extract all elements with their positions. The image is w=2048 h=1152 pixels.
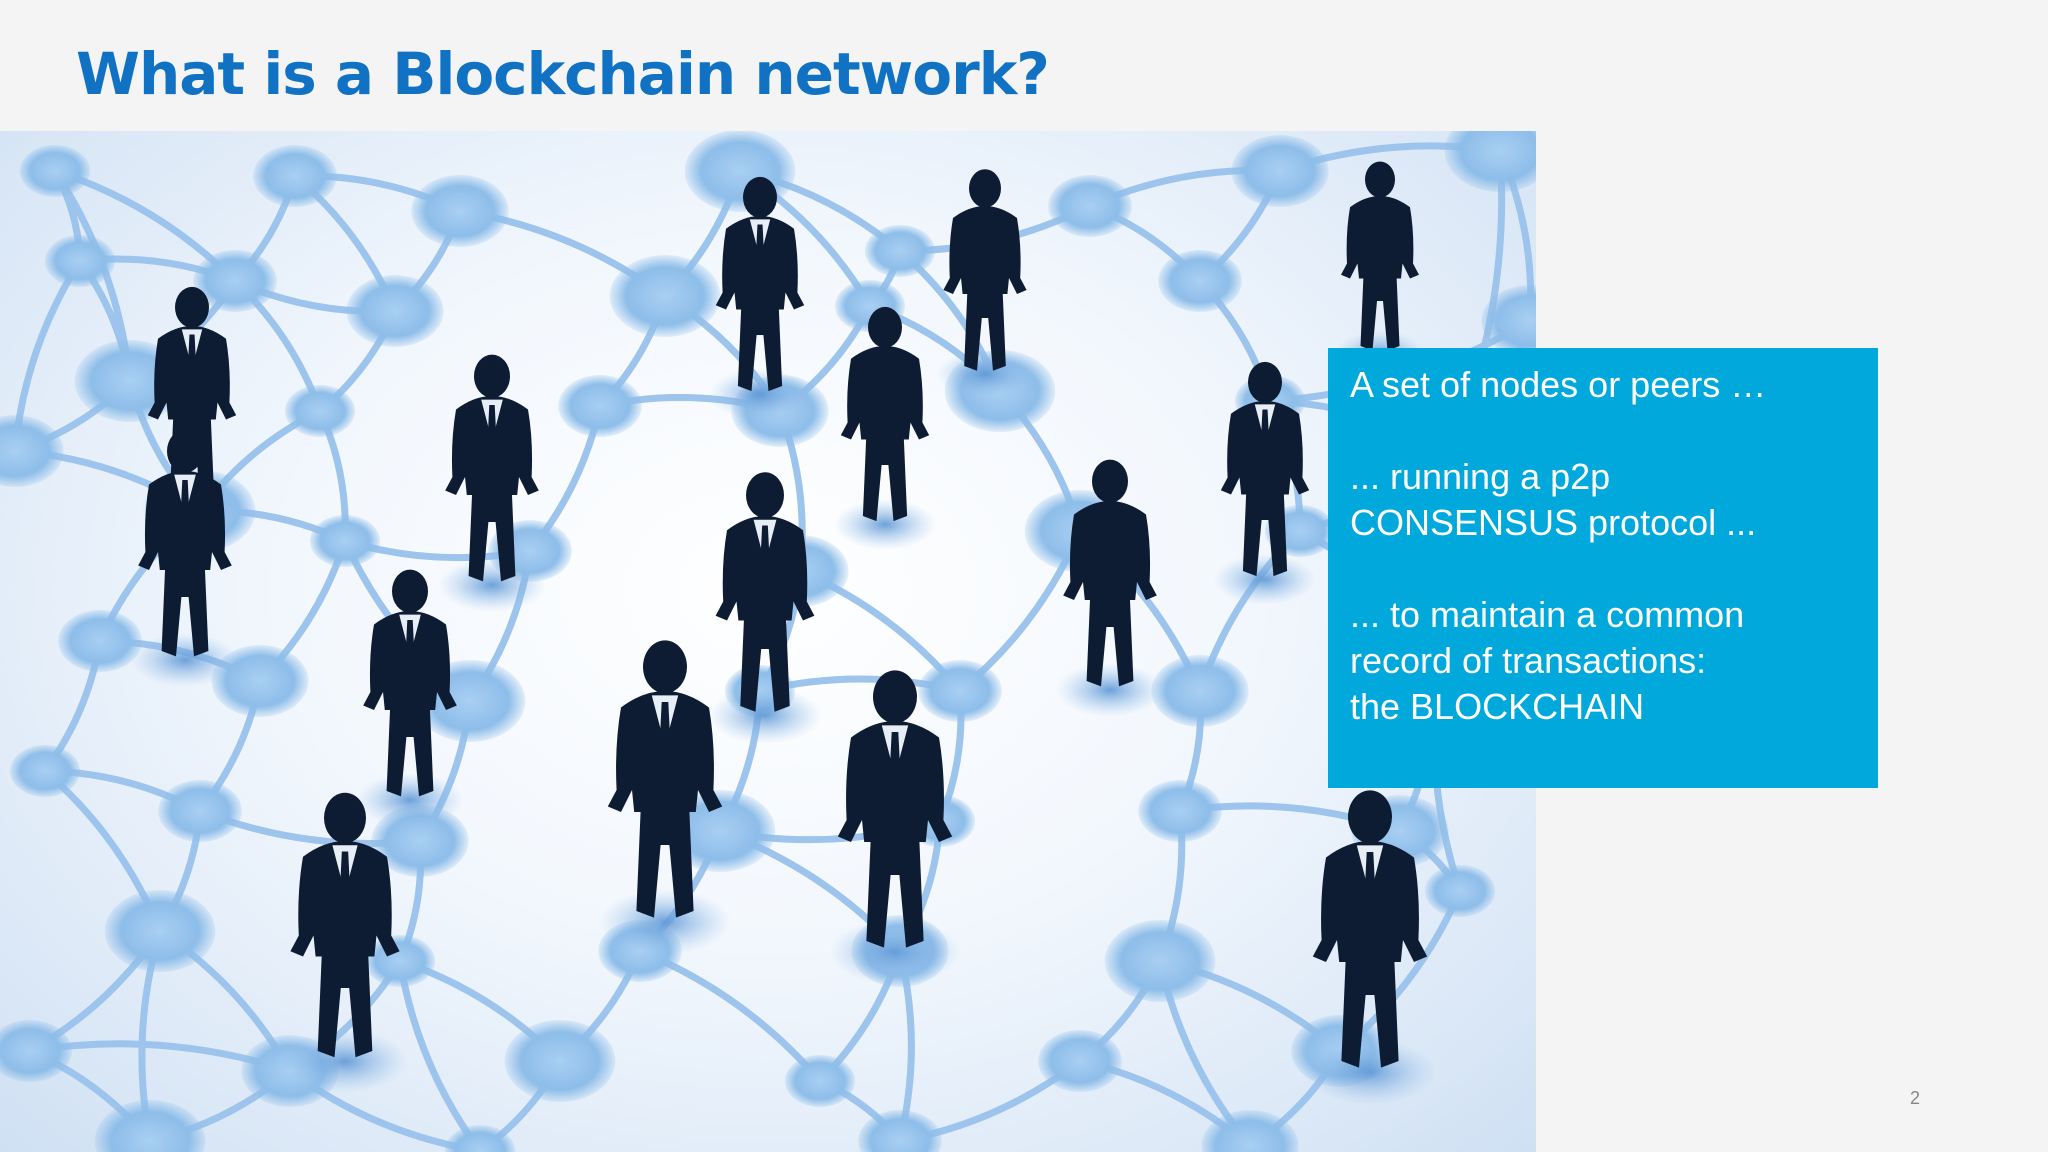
network-node	[0, 1020, 72, 1082]
person-silhouette	[1056, 459, 1164, 717]
network-node	[364, 935, 436, 987]
network-graph	[0, 131, 1536, 1152]
network-node	[104, 890, 216, 972]
network-node	[864, 225, 936, 277]
network-node	[684, 131, 796, 212]
people-silhouettes	[131, 161, 1436, 1105]
network-node	[1481, 285, 1536, 357]
network-node	[346, 275, 444, 347]
network-node	[1138, 780, 1222, 842]
person-silhouette	[356, 569, 464, 827]
network-node	[1048, 175, 1132, 237]
callout-line: A set of nodes or peers …	[1350, 364, 1767, 405]
network-node	[1444, 131, 1536, 192]
network-node	[309, 515, 381, 567]
network-node	[784, 1055, 856, 1107]
slide-title: What is a Blockchain network?	[76, 40, 1050, 108]
person-silhouette	[282, 792, 408, 1093]
person-silhouette	[708, 472, 822, 744]
network-node	[253, 145, 337, 207]
person-silhouette	[834, 306, 936, 550]
callout-spacer	[1350, 546, 1856, 592]
network-node	[1158, 250, 1242, 312]
network-node	[444, 1125, 516, 1152]
network-node	[504, 1020, 616, 1102]
network-node	[44, 235, 116, 287]
person-silhouette	[829, 670, 961, 985]
callout-line: the BLOCKCHAIN	[1350, 686, 1645, 727]
person-silhouette	[937, 169, 1033, 398]
network-node	[1104, 920, 1216, 1002]
person-silhouette	[1335, 161, 1425, 376]
page-number: 2	[1910, 1088, 1921, 1108]
network-node	[1151, 655, 1249, 727]
callout-line: record of transactions:	[1350, 640, 1707, 681]
network-node	[284, 385, 356, 437]
network-node	[411, 175, 509, 247]
person-silhouette	[709, 176, 811, 420]
callout-line: ... running a p2p	[1350, 456, 1611, 497]
network-node	[19, 145, 91, 197]
network-node	[1231, 135, 1329, 207]
network-node	[609, 255, 721, 337]
person-silhouette	[131, 429, 239, 687]
person-silhouette	[1214, 361, 1316, 605]
person-silhouette	[599, 640, 731, 955]
network-node	[158, 780, 242, 842]
network-node	[558, 375, 642, 437]
network-node	[58, 610, 142, 672]
network-node	[858, 1110, 942, 1152]
definition-callout: A set of nodes or peers … ... running a …	[1328, 348, 1878, 788]
network-node	[1201, 1110, 1299, 1152]
person-silhouette	[438, 354, 546, 612]
network-node	[193, 250, 277, 312]
network-node	[1038, 1030, 1122, 1092]
callout-spacer	[1350, 408, 1856, 454]
network-people-illustration	[0, 131, 1536, 1152]
network-node	[1424, 865, 1496, 917]
person-silhouette	[1304, 790, 1436, 1105]
network-node	[94, 1100, 206, 1152]
network-node	[0, 415, 64, 487]
network-node	[9, 745, 81, 797]
callout-line: ... to maintain a common	[1350, 594, 1745, 635]
network-node	[918, 660, 1002, 722]
callout-line: CONSENSUS protocol ...	[1350, 502, 1757, 543]
